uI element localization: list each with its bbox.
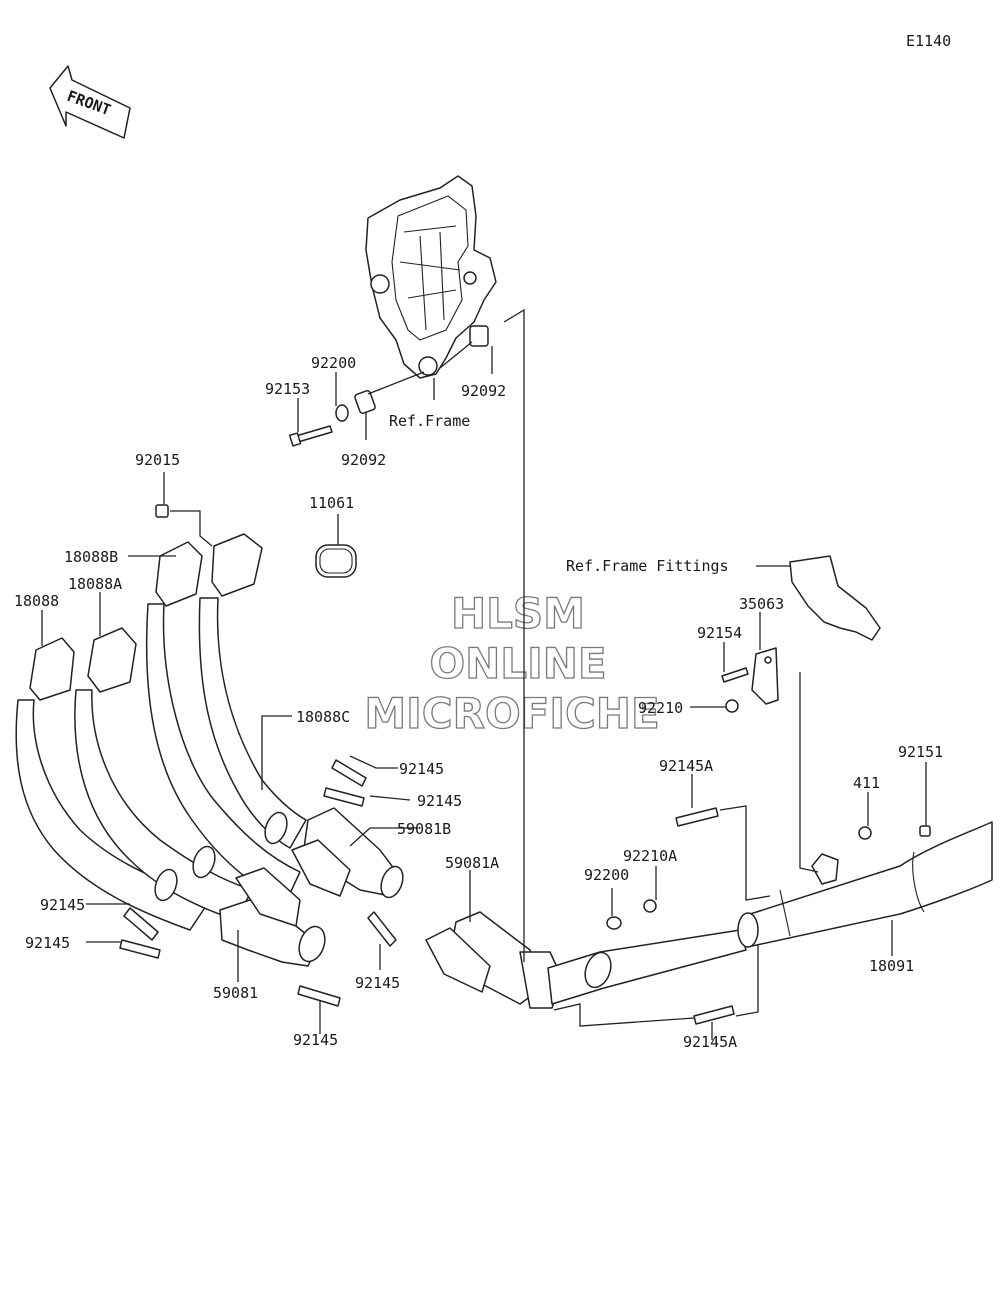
gasket-11061 [315, 544, 357, 578]
label-11061: 11061 [309, 494, 354, 512]
label-92145-r1: 92145 [399, 760, 444, 778]
label-92145-mid: 92145 [355, 974, 400, 992]
collector-59081A [425, 911, 563, 1009]
label-18088A: 18088A [68, 575, 122, 593]
label-ref-frame-fittings: Ref.Frame Fittings [566, 557, 729, 575]
diagram-code: E1140 [906, 32, 951, 50]
spring-92145 [119, 759, 397, 1007]
frame-fitting-bracket [789, 555, 881, 641]
label-18091: 18091 [869, 957, 914, 975]
label-59081A: 59081A [445, 854, 499, 872]
label-92092-right: 92092 [461, 382, 506, 400]
label-92210: 92210 [638, 699, 683, 717]
svg-text:ONLINE: ONLINE [429, 639, 606, 688]
exhaust-header-18088 [15, 637, 211, 931]
muffler-18091 [737, 821, 993, 948]
washer-411 [858, 826, 872, 840]
nut-92210A [643, 899, 657, 913]
label-18088B: 18088B [64, 548, 118, 566]
label-92145-bottom: 92145 [293, 1031, 338, 1049]
label-92092-bottom: 92092 [341, 451, 386, 469]
label-ref-frame: Ref.Frame [389, 412, 470, 430]
washer-92200-right [606, 916, 622, 930]
bracket-35063 [751, 647, 779, 705]
part-labels: 92200 92153 92092 Ref.Frame 92092 92015 … [14, 354, 943, 1051]
collector-59081B [291, 807, 404, 899]
label-411: 411 [853, 774, 880, 792]
svg-text:HLSM: HLSM [451, 589, 585, 638]
label-59081: 59081 [213, 984, 258, 1002]
bolt-92151 [919, 825, 931, 837]
label-92154: 92154 [697, 624, 742, 642]
exhaust-header-18088C [198, 533, 307, 849]
label-92200-right: 92200 [584, 866, 629, 884]
bolt-92154 [721, 667, 749, 683]
washer-92200 [335, 404, 349, 422]
front-arrow-icon: FRONT [49, 65, 131, 139]
label-92145-l1: 92145 [40, 896, 85, 914]
label-92210A: 92210A [623, 847, 677, 865]
label-92145-l2: 92145 [25, 934, 70, 952]
label-92145A-top: 92145A [659, 757, 713, 775]
nut-92210 [725, 699, 739, 713]
label-92145-r2: 92145 [417, 792, 462, 810]
label-18088C: 18088C [296, 708, 350, 726]
label-92015: 92015 [135, 451, 180, 469]
watermark: HLSM ONLINE MICROFICHE [364, 588, 661, 738]
label-59081B: 59081B [397, 820, 451, 838]
label-18088: 18088 [14, 592, 59, 610]
bolt-92153 [288, 425, 333, 447]
leader-lines [41, 308, 927, 1040]
spring-92145A [675, 807, 735, 1025]
mid-pipe [547, 929, 747, 1005]
frame-bracket [365, 175, 497, 379]
svg-text:MICROFICHE: MICROFICHE [364, 689, 659, 738]
label-92151: 92151 [898, 743, 943, 761]
collector-59081 [219, 867, 326, 967]
muffler-hanger-bracket [811, 853, 839, 885]
nut-92015 [155, 504, 169, 518]
label-92153: 92153 [265, 380, 310, 398]
label-92145A-bottom: 92145A [683, 1033, 737, 1051]
collar-92092-right [469, 325, 489, 347]
label-92200-top: 92200 [311, 354, 356, 372]
label-35063: 35063 [739, 595, 784, 613]
collar-92092-bottom [354, 389, 376, 415]
